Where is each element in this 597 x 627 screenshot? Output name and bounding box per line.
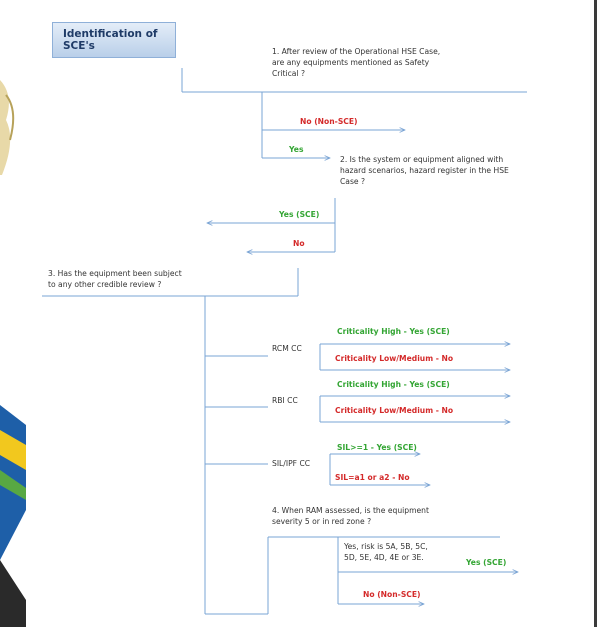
ram-condition-line-2: 5D, 5E, 4D, 4E or 3E. [344, 553, 424, 562]
question-4: 4. When RAM assessed, is the equipment s… [272, 505, 429, 527]
question-3: 3. Has the equipment been subject to any… [48, 268, 182, 290]
sil-yes: SIL>=1 - Yes (SCE) [337, 443, 417, 452]
question-3-line-2: to any other credible review ? [48, 280, 162, 289]
question-2-line-1: 2. Is the system or equipment aligned wi… [340, 155, 504, 164]
page-border [594, 0, 597, 627]
answer-no: No [293, 239, 305, 248]
question-2-line-3: Case ? [340, 177, 366, 186]
rbi-criticality-high: Criticality High - Yes (SCE) [337, 380, 450, 389]
answer-yes-sce: Yes (SCE) [279, 210, 320, 219]
ram-no-non-sce: No (Non-SCE) [363, 590, 421, 599]
branch-sil-ipf-cc: SIL/IPF CC [272, 459, 311, 468]
ram-condition: Yes, risk is 5A, 5B, 5C, 5D, 5E, 4D, 4E … [344, 541, 428, 563]
diagram-title: Identification of SCE's [63, 28, 158, 52]
ram-condition-line-1: Yes, risk is 5A, 5B, 5C, [344, 542, 428, 551]
branch-rbi-cc: RBI CC [272, 396, 298, 405]
question-3-line-1: 3. Has the equipment been subject [48, 269, 182, 278]
question-2: 2. Is the system or equipment aligned wi… [340, 154, 509, 187]
question-1-line-2: are any equipments mentioned as Safety [272, 58, 430, 67]
branch-rcm-cc: RCM CC [272, 344, 302, 353]
rbi-criticality-low: Criticality Low/Medium - No [335, 406, 454, 415]
rcm-criticality-low: Criticality Low/Medium - No [335, 354, 454, 363]
answer-yes: Yes [289, 145, 304, 154]
question-1-line-1: 1. After review of the Operational HSE C… [272, 47, 441, 56]
background-graphic-left [0, 0, 26, 627]
answer-no-non-sce: No (Non-SCE) [300, 117, 358, 126]
question-4-line-2: severity 5 or in red zone ? [272, 517, 372, 526]
question-4-line-1: 4. When RAM assessed, is the equipment [272, 506, 429, 515]
title-box: Identification of SCE's [52, 22, 176, 58]
question-1-line-3: Critical ? [272, 69, 306, 78]
ram-yes-sce: Yes (SCE) [466, 558, 507, 567]
rcm-criticality-high: Criticality High - Yes (SCE) [337, 327, 450, 336]
question-2-line-2: hazard scenarios, hazard register in the… [340, 166, 509, 175]
sil-no: SIL=a1 or a2 - No [335, 473, 410, 482]
question-1: 1. After review of the Operational HSE C… [272, 46, 440, 79]
